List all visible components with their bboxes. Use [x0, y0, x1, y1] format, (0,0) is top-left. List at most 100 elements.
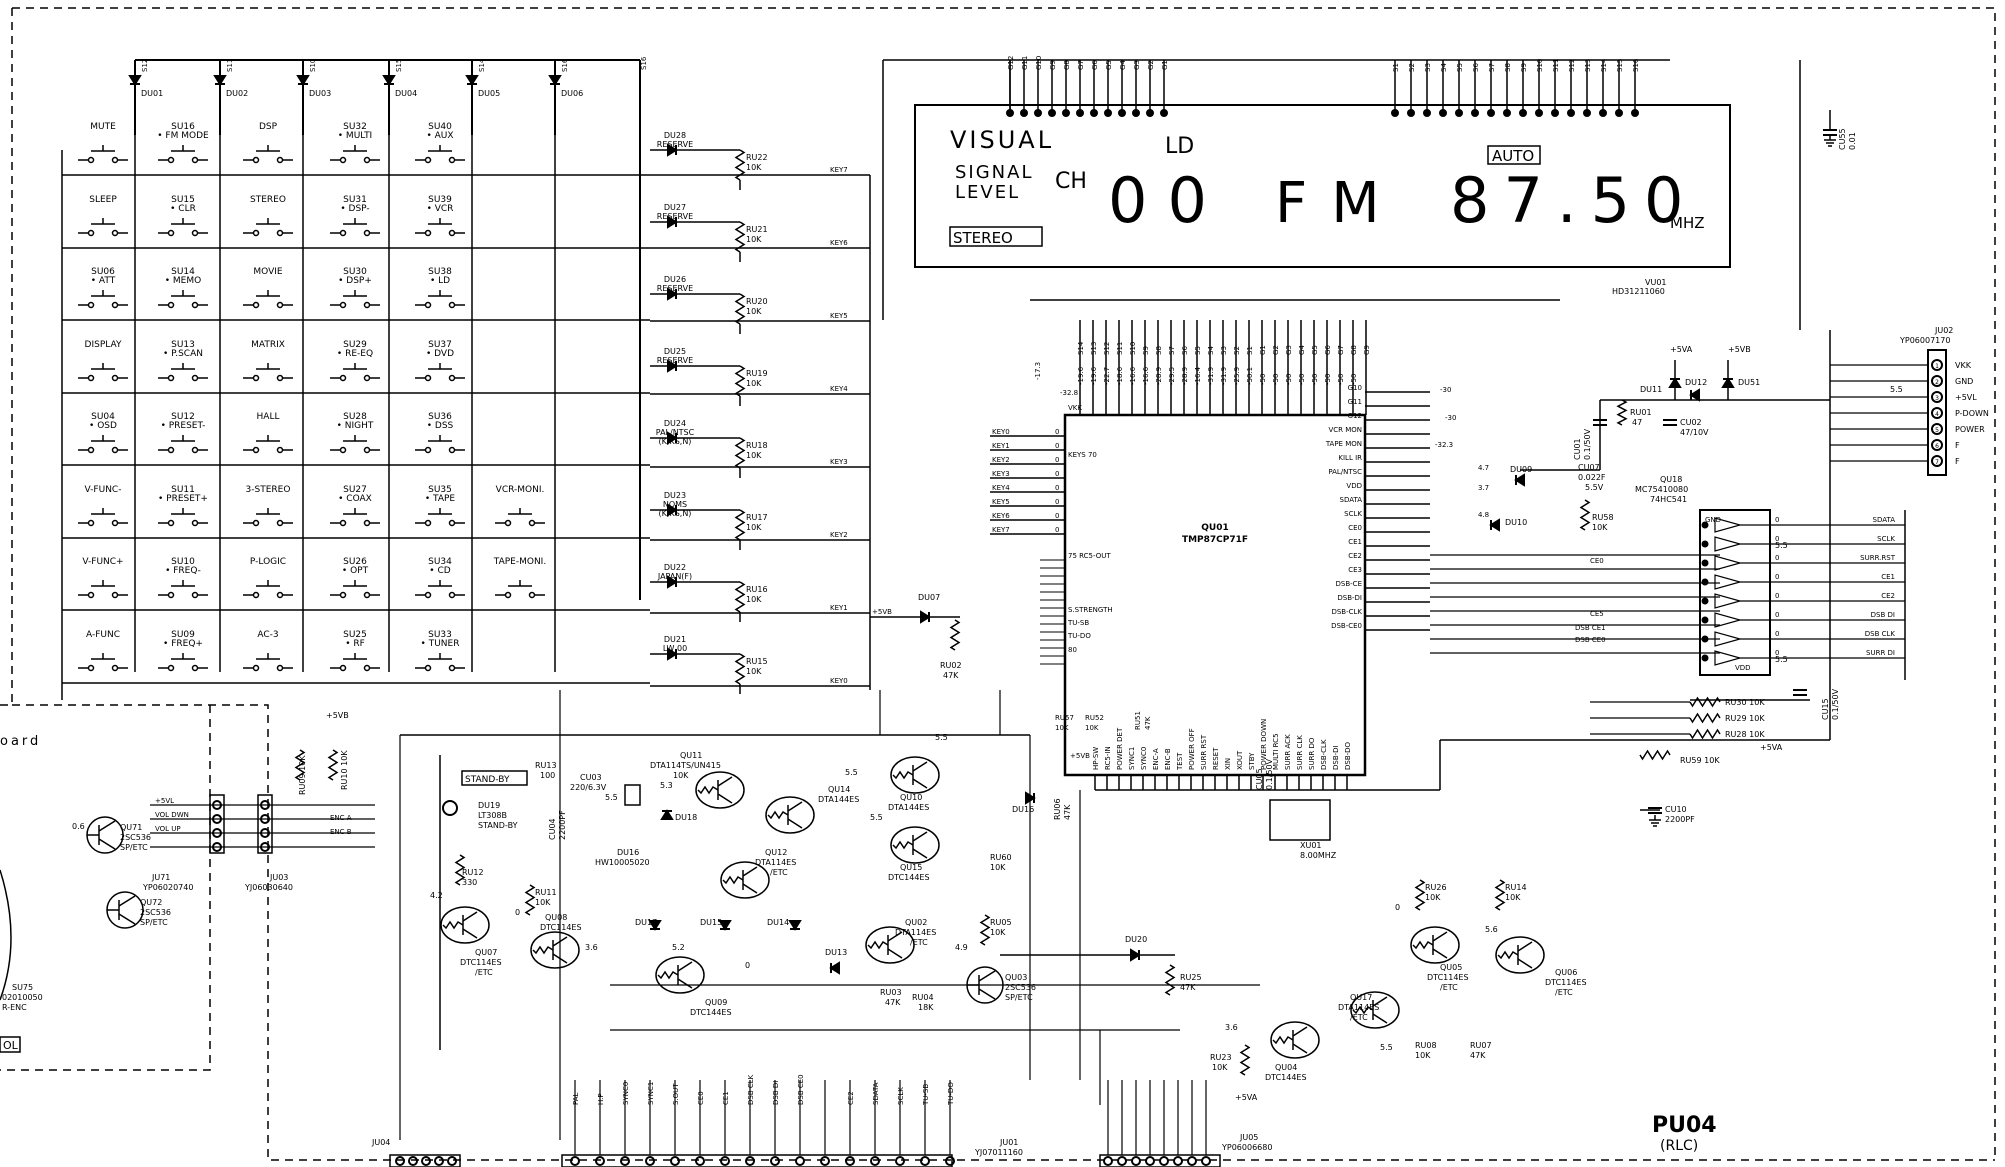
reserve-diode-label: DU23 — [664, 491, 686, 500]
ic-voltage: -32.8 — [1060, 389, 1078, 397]
connector-pin — [720, 1156, 730, 1166]
resistor-label: RU12 — [462, 868, 484, 877]
transistor-part: DTA114ES — [755, 858, 796, 867]
connector-pin — [795, 1156, 805, 1166]
ic-pin-voltage: -50 — [1350, 374, 1358, 385]
diode-icon — [667, 359, 678, 373]
voltage: 0 — [515, 908, 520, 917]
ic-pin-voltage: -31.9 — [1220, 367, 1228, 385]
key-label: SU34 — [428, 557, 452, 567]
key-switch-icon — [415, 653, 465, 672]
transistor-part: 2SC536 — [120, 833, 151, 842]
signal-label: ENC A — [330, 814, 352, 822]
vfd-pin-label: G2 — [1147, 60, 1155, 70]
ic-pin-label: G7 — [1337, 345, 1345, 355]
ic-pin-label: S4 — [1207, 346, 1215, 355]
diode-label: DU18 — [675, 813, 697, 822]
diode-icon — [667, 503, 678, 517]
encoder-part: 02010050 — [2, 993, 43, 1002]
resistor-label: RU20 — [746, 297, 768, 306]
vfd-pin-dot — [1551, 109, 1559, 117]
connector-name: JU04 — [371, 1138, 390, 1147]
key-label: SU04 — [91, 412, 115, 422]
resistor-value: 100 — [540, 771, 555, 780]
key-switch-icon — [330, 580, 380, 599]
ic-voltage: -17.3 — [1034, 362, 1042, 380]
ic-pin-label: G3 — [1285, 345, 1293, 355]
transistor-label: QU10 — [900, 793, 922, 802]
key-label: MOVIE — [253, 267, 283, 277]
reserve-diode-label: DU24 — [664, 419, 686, 428]
key-line-label: KEY4 — [830, 385, 848, 393]
key-switch-icon — [495, 508, 545, 527]
standby-label: STAND-BY — [465, 775, 510, 785]
digital-transistor-icon — [765, 796, 815, 834]
diode-icon — [788, 920, 802, 931]
key-label: SU13 — [171, 340, 195, 350]
key-label: • LD — [430, 276, 450, 286]
ic-pin-voltage: -31.9 — [1207, 367, 1215, 385]
transistor-part: SP/ETC — [140, 918, 168, 927]
transistor-part: DTA144ES — [818, 795, 859, 804]
ic-pin-label: S9 — [1142, 346, 1150, 355]
diode-label: DU16 — [617, 848, 639, 857]
led-label: DU19 — [478, 801, 500, 810]
key-label: VCR-MONI. — [496, 485, 545, 495]
transistor-part: /ETC — [1350, 1013, 1368, 1022]
diode-icon — [667, 431, 678, 445]
connector-pin-label: H.P — [597, 1093, 605, 1105]
ic-pin-label: 80 — [1068, 646, 1077, 654]
resistor-label: RU05 — [990, 918, 1012, 927]
supply-label: +5VB — [326, 711, 349, 720]
connector-pin-label: CE0 — [697, 1091, 705, 1105]
resistor-label: RU25 — [1180, 973, 1202, 982]
diode-label: DU14 — [767, 918, 789, 927]
vfd-part: HD31211060 — [1612, 287, 1665, 296]
ic-pin-voltage: 0 — [1055, 456, 1059, 464]
transistor-value: 10K — [673, 771, 689, 780]
vfd-pin-label: G5 — [1105, 60, 1113, 70]
key-switch-icon — [415, 435, 465, 454]
ic-pin-voltage: -28.9 — [1155, 367, 1163, 385]
ic-pin-label: CE2 — [1348, 552, 1362, 560]
key-switch-icon — [330, 653, 380, 672]
resistor-label: RU28 10K — [1725, 730, 1765, 739]
digital-transistor-icon — [720, 861, 770, 899]
key-label: • OPT — [342, 566, 369, 576]
diode-icon — [660, 809, 674, 820]
diode-label: DU06 — [561, 89, 583, 98]
cap-label: CU10 — [1665, 805, 1687, 814]
ground-icon — [1649, 815, 1661, 827]
ic-pin-label: S11 — [1116, 342, 1124, 355]
reserve-diode-label: LW 00 — [663, 644, 687, 653]
diode-label: DU13 — [825, 948, 847, 957]
ic-pin-label: KEY2 — [992, 456, 1010, 464]
connector-pin-label: TU-DO — [947, 1082, 955, 1106]
ic-pin-label: STBY — [1248, 752, 1256, 770]
transistor-part: DTC114ES — [540, 923, 582, 932]
ic-pin-label: TAPE MON — [1325, 440, 1362, 448]
buffer-out-voltage: 0 — [1775, 630, 1779, 638]
resistor-icon — [1164, 964, 1176, 996]
ic-pin-label: SYNC0 — [1140, 747, 1148, 770]
connector-ju05 — [1099, 1154, 1221, 1167]
supply-label: +5VA — [1760, 743, 1783, 752]
transistor-part: DTC144ES — [888, 873, 930, 882]
ic-voltage: -30 — [1445, 414, 1456, 422]
voltage: 4.2 — [430, 891, 443, 900]
key-line-label: KEY0 — [830, 677, 848, 685]
resistor-label: RU22 — [746, 153, 768, 162]
resistor-value: 10K — [1085, 724, 1099, 732]
vfd-pin-dot — [1020, 109, 1028, 117]
voltage: 5.5 — [935, 733, 948, 742]
ic-voltage: -30 — [1440, 386, 1451, 394]
resistor-label: RU52 — [1085, 714, 1104, 722]
resistor-value: 47K — [1470, 1051, 1486, 1060]
transistor-label: QU06 — [1555, 968, 1577, 977]
key-switch-icon — [330, 435, 380, 454]
cap-value: 2200PF — [558, 810, 567, 840]
ic-pin-voltage: -50 — [1298, 374, 1306, 385]
digital-transistor-icon — [1350, 991, 1400, 1029]
key-switch-icon — [158, 363, 208, 382]
resistor-label: RU13 — [535, 761, 557, 770]
